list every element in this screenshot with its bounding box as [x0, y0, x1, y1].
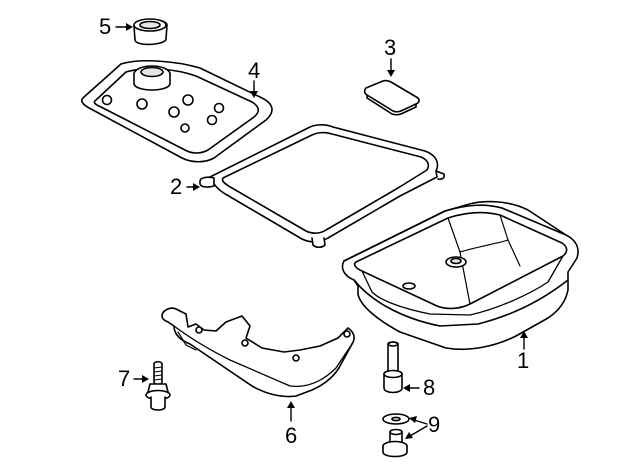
pad-part-3 [363, 79, 420, 116]
tube-part-8 [383, 341, 403, 394]
bolt-part-7 [145, 360, 171, 411]
callout-7: 7 [118, 366, 131, 391]
seal-part-5 [133, 18, 168, 46]
filter-part-4 [81, 60, 273, 163]
leader-lines [115, 23, 528, 439]
callout-5: 5 [99, 14, 112, 39]
plug-part-9 [382, 413, 410, 458]
pan-part-1 [341, 200, 579, 351]
callout-3: 3 [384, 35, 397, 60]
bracket-part-6 [161, 307, 355, 398]
callout-2: 2 [170, 174, 183, 199]
callout-4: 4 [248, 58, 261, 83]
callout-6: 6 [285, 423, 298, 448]
callout-9: 9 [428, 412, 441, 437]
callout-8: 8 [423, 375, 436, 400]
callout-1: 1 [517, 348, 530, 373]
gasket-part-2 [199, 124, 445, 249]
